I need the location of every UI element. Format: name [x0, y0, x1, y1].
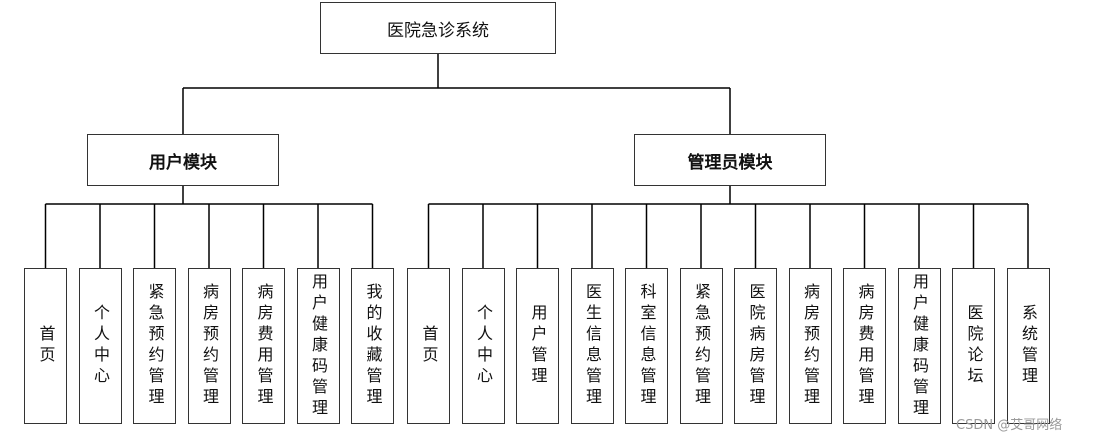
function-node: 病房费用管理	[242, 268, 285, 424]
root-node: 医院急诊系统	[320, 2, 556, 54]
function-node: 病房预约管理	[788, 268, 832, 424]
function-node: 病房预约管理	[187, 268, 231, 424]
function-node: 个人中心	[461, 268, 505, 424]
function-node: 医院病房管理	[734, 268, 777, 424]
function-node: 用户健康码管理	[296, 268, 340, 424]
function-node: 首页	[24, 268, 67, 424]
function-node: 医生信息管理	[570, 268, 614, 424]
module-node: 管理员模块	[634, 134, 826, 186]
function-node: 我的收藏管理	[351, 268, 394, 424]
function-node: 用户健康码管理	[897, 268, 941, 424]
function-node: 首页	[407, 268, 450, 424]
function-node: 紧急预约管理	[679, 268, 723, 424]
function-node: 系统管理	[1006, 268, 1050, 424]
function-node: 用户管理	[516, 268, 559, 424]
watermark: CSDN @艾哥网络	[956, 418, 1063, 433]
function-node: 病房费用管理	[843, 268, 886, 424]
function-node: 紧急预约管理	[133, 268, 176, 424]
function-node: 科室信息管理	[625, 268, 668, 424]
function-node: 医院论坛	[952, 268, 995, 424]
module-node: 用户模块	[87, 134, 279, 186]
function-node: 个人中心	[78, 268, 122, 424]
